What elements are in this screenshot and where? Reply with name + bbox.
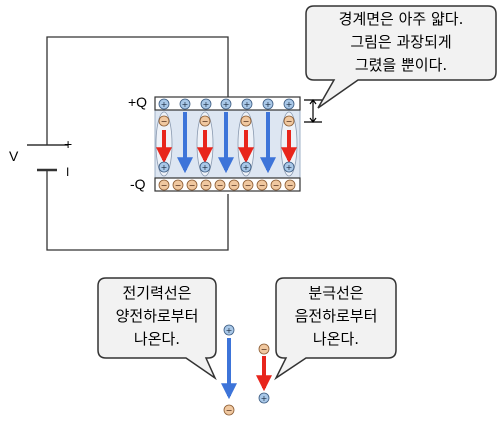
positive-charge: +	[241, 98, 253, 110]
dipole-negative-end: −	[199, 115, 211, 127]
svg-text:−: −	[273, 181, 280, 190]
legend-polarization-line: − +	[256, 343, 272, 404]
negative-charge: −	[270, 179, 282, 191]
dipole-molecule: −+	[280, 111, 298, 177]
positive-charge: +	[220, 98, 232, 110]
top-plate-charges: + + + + + + +	[158, 98, 295, 110]
callout-line: 전기력선은	[122, 284, 192, 302]
svg-text:+: +	[286, 163, 293, 172]
svg-text:−: −	[217, 181, 224, 190]
svg-text:−: −	[161, 181, 168, 190]
battery-minus-label: I	[66, 165, 70, 179]
positive-charge: +	[200, 98, 212, 110]
svg-text:−: −	[231, 181, 238, 190]
negative-charge: −	[256, 179, 268, 191]
field-lines	[177, 112, 276, 174]
negative-charge: −	[214, 179, 226, 191]
battery-voltage-label: V	[9, 148, 19, 164]
svg-text:+: +	[203, 100, 210, 109]
positive-charge: +	[283, 98, 295, 110]
positive-charge: +	[262, 98, 274, 110]
negative-charge: −	[284, 179, 296, 191]
svg-text:+: +	[161, 163, 168, 172]
dipole-positive-end: +	[240, 161, 252, 173]
negative-charge: −	[242, 179, 254, 191]
battery-symbol	[27, 144, 68, 172]
dipole-positive-end: +	[158, 161, 170, 173]
negative-charge: −	[228, 179, 240, 191]
callout-line: 나온다.	[133, 330, 181, 348]
positive-charge: +	[158, 98, 170, 110]
battery-plus-label: +	[64, 136, 73, 152]
dipole-molecule: −+	[196, 111, 214, 177]
legend-field-line: + −	[221, 324, 237, 416]
svg-text:−: −	[259, 181, 266, 190]
dipole-molecule: −+	[237, 111, 255, 177]
svg-text:−: −	[202, 117, 209, 126]
svg-text:−: −	[245, 181, 252, 190]
svg-text:+: +	[261, 394, 268, 403]
callout-line: 나온다.	[312, 330, 360, 348]
callout-line: 양전하로부터	[115, 307, 199, 325]
circuit-wire	[46, 36, 229, 251]
svg-text:−: −	[161, 117, 168, 126]
callout-line: 그렸을 뿐이다.	[354, 56, 448, 74]
svg-text:−: −	[287, 181, 294, 190]
svg-text:+: +	[243, 163, 250, 172]
svg-text:−: −	[261, 345, 268, 354]
dielectric-dipoles: −+−+−+−+	[155, 111, 298, 177]
svg-text:+: +	[182, 100, 189, 109]
dipole-positive-end: +	[283, 161, 295, 173]
field-lines-callout-text: 전기력선은 양전하로부터 나온다.	[100, 282, 214, 351]
svg-text:−: −	[226, 406, 233, 415]
thin-boundary-callout	[305, 5, 497, 109]
bottom-plate-charges: −−−−−−−−−−	[158, 179, 296, 191]
thin-boundary-callout-text: 경계면은 아주 얇다. 그림은 과장되게 그렸을 뿐이다.	[310, 8, 492, 77]
callout-line: 음전하로부터	[294, 307, 378, 325]
thin-boundary-indicator	[304, 99, 322, 123]
dipole-positive-end: +	[199, 161, 211, 173]
negative-charge: −	[200, 179, 212, 191]
negative-charge: −	[186, 179, 198, 191]
dipole-negative-end: −	[283, 115, 295, 127]
dipole-negative-end: −	[240, 115, 252, 127]
svg-text:+: +	[161, 100, 168, 109]
field-lines-callout	[97, 277, 217, 381]
svg-text:−: −	[203, 181, 210, 190]
callout-line: 그림은 과장되게	[350, 33, 452, 51]
callout-line: 분극선은	[308, 284, 364, 302]
polarization-callout-text: 분극선은 음전하로부터 나온다.	[278, 282, 394, 351]
callout-line: 경계면은 아주 얇다.	[338, 10, 464, 28]
svg-text:−: −	[189, 181, 196, 190]
svg-text:+: +	[265, 100, 272, 109]
svg-text:+: +	[223, 100, 230, 109]
positive-charge: +	[179, 98, 191, 110]
bottom-plate-label: -Q	[130, 176, 146, 192]
svg-text:−: −	[175, 181, 182, 190]
svg-text:+: +	[202, 163, 209, 172]
svg-text:+: +	[244, 100, 251, 109]
svg-text:−: −	[286, 117, 293, 126]
svg-text:+: +	[286, 100, 293, 109]
dipole-negative-end: −	[158, 115, 170, 127]
top-plate-label: +Q	[128, 94, 148, 110]
svg-text:+: +	[226, 326, 233, 335]
dipole-molecule: −+	[155, 111, 173, 177]
negative-charge: −	[172, 179, 184, 191]
negative-charge: −	[158, 179, 170, 191]
svg-text:−: −	[243, 117, 250, 126]
polarization-callout	[274, 277, 397, 381]
